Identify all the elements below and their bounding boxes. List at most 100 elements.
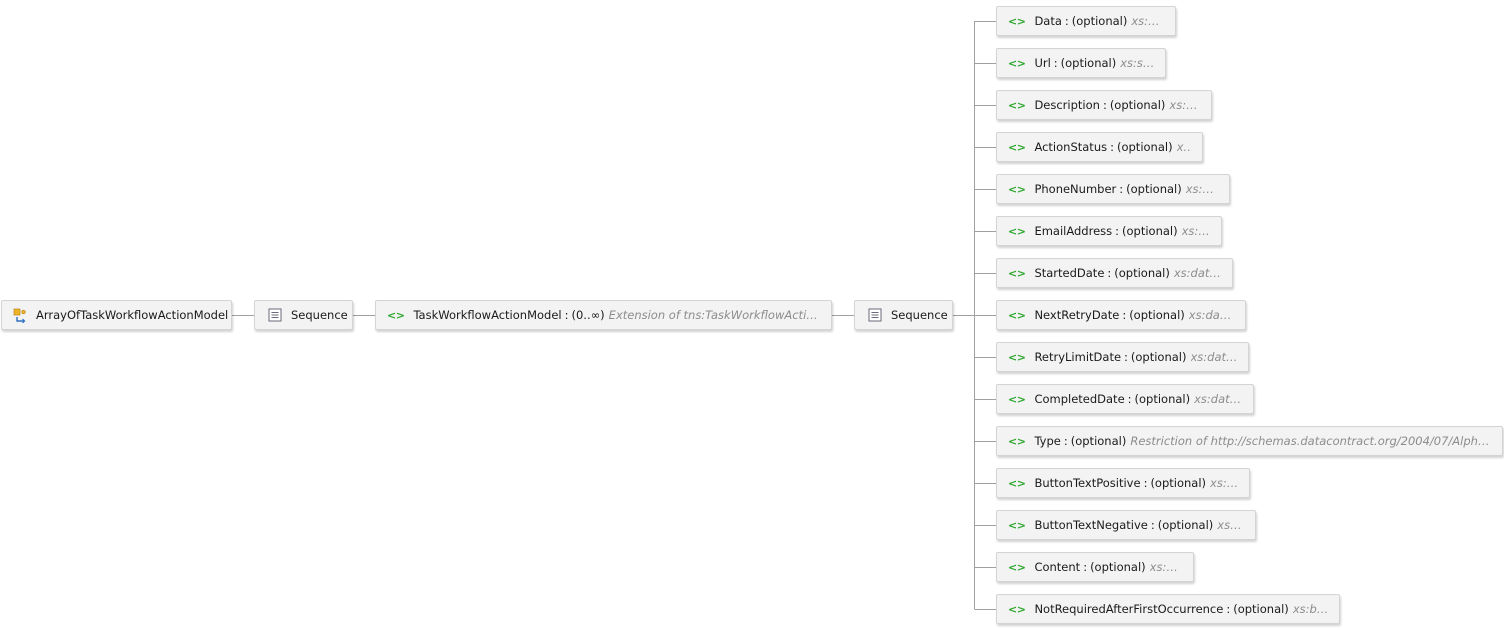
element-occurrence: (optional) — [1126, 182, 1182, 196]
child-element-content[interactable]: <> Content : (optional) xs:string — [996, 552, 1194, 582]
element-separator: : — [1110, 140, 1114, 154]
element-separator: : — [1083, 560, 1088, 574]
element-type: xs:dateTime — [1173, 266, 1222, 280]
element-type: xs:dateTime — [1190, 350, 1239, 364]
child-element-actionstatus[interactable]: <> ActionStatus : (optional) xs:int — [996, 132, 1203, 162]
element-separator: : — [1226, 602, 1231, 616]
element-type: Extension of tns:TaskWorkflowActionModel — [608, 308, 821, 322]
element-icon: <> — [1008, 518, 1026, 532]
element-occurrence: (optional) — [1129, 308, 1185, 322]
child-element-data[interactable]: <> Data : (optional) xs:string — [996, 6, 1176, 36]
element-separator: : — [1124, 350, 1128, 364]
element-type: xs:boolean — [1292, 602, 1329, 616]
element-icon: <> — [1008, 350, 1026, 364]
root-complex-type-node[interactable]: ArrayOfTaskWorkflowActionModel — [1, 300, 232, 330]
element-icon: <> — [1008, 434, 1026, 448]
child-element-starteddate[interactable]: <> StartedDate : (optional) xs:dateTime — [996, 258, 1233, 288]
element-icon: <> — [1008, 602, 1026, 616]
child-element-nextretrydate[interactable]: <> NextRetryDate : (optional) xs:dateTim… — [996, 300, 1246, 330]
element-name: NextRetryDate — [1034, 308, 1120, 322]
element-icon: <> — [387, 308, 405, 322]
element-separator: : — [1107, 266, 1112, 280]
element-icon: <> — [1008, 266, 1026, 280]
child-element-url[interactable]: <> Url : (optional) xs:string — [996, 48, 1166, 78]
child-element-emailaddress[interactable]: <> EmailAddress : (optional) xs:string — [996, 216, 1222, 246]
child-element-buttontextnegative[interactable]: <> ButtonTextNegative : (optional) xs:st… — [996, 510, 1256, 540]
element-name: Url — [1034, 56, 1051, 70]
element-name: StartedDate — [1034, 266, 1105, 280]
root-type-label: ArrayOfTaskWorkflowActionModel — [36, 308, 229, 322]
element-name: Description — [1034, 98, 1100, 112]
element-icon: <> — [1008, 392, 1026, 406]
child-element-phonenumber[interactable]: <> PhoneNumber : (optional) xs:string — [996, 174, 1230, 204]
element-separator: : — [1143, 476, 1148, 490]
element-icon: <> — [1008, 182, 1026, 196]
element-occurrence: (optional) — [1090, 560, 1146, 574]
sequence-node-1[interactable]: Sequence — [254, 300, 353, 330]
child-element-completeddate[interactable]: <> CompletedDate : (optional) xs:dateTim… — [996, 384, 1254, 414]
element-icon: <> — [1008, 560, 1026, 574]
element-icon: <> — [1008, 98, 1026, 112]
sequence-icon — [868, 308, 882, 322]
element-type: xs:string — [1210, 476, 1239, 490]
element-name: ButtonTextPositive — [1034, 476, 1141, 490]
child-element-type[interactable]: <> Type : (optional) Restriction of http… — [996, 426, 1503, 456]
main-element-node[interactable]: <> TaskWorkflowActionModel : (0..∞) Exte… — [375, 300, 832, 330]
element-separator: : — [1064, 14, 1069, 28]
element-type: xs:string — [1149, 560, 1183, 574]
element-name: NotRequiredAfterFirstOccurrence — [1034, 602, 1224, 616]
element-name: PhoneNumber — [1034, 182, 1117, 196]
element-name: Content — [1034, 560, 1081, 574]
element-occurrence: (optional) — [1109, 98, 1166, 112]
element-type: Restriction of http://schemas.datacontra… — [1130, 434, 1492, 448]
element-icon: <> — [1008, 56, 1026, 70]
element-separator: : — [1127, 392, 1132, 406]
element-separator: : — [564, 308, 569, 322]
element-icon: <> — [1008, 308, 1026, 322]
element-occurrence: (optional) — [1114, 266, 1170, 280]
element-name: TaskWorkflowActionModel — [413, 308, 562, 322]
element-name: ActionStatus — [1034, 140, 1108, 154]
element-icon: <> — [1008, 224, 1026, 238]
element-type: xs:string — [1217, 518, 1245, 532]
element-name: ButtonTextNegative — [1034, 518, 1148, 532]
sequence-label: Sequence — [291, 308, 348, 322]
sequence-icon — [268, 308, 282, 322]
element-name: RetryLimitDate — [1034, 350, 1122, 364]
element-occurrence: (optional) — [1157, 518, 1214, 532]
element-icon: <> — [1008, 476, 1026, 490]
element-separator: : — [1063, 434, 1068, 448]
element-type: xs:string — [1120, 56, 1155, 70]
child-element-notrequiredafterfirstoccurrence[interactable]: <> NotRequiredAfterFirstOccurrence : (op… — [996, 594, 1340, 624]
element-name: EmailAddress — [1034, 224, 1113, 238]
element-name: CompletedDate — [1034, 392, 1125, 406]
element-separator: : — [1119, 182, 1124, 196]
element-type: xs:string — [1169, 98, 1201, 112]
element-type: xs:dateTime — [1194, 392, 1243, 406]
element-occurrence: (optional) — [1150, 476, 1207, 490]
element-type: xs:dateTime — [1188, 308, 1235, 322]
element-occurrence: (optional) — [1116, 140, 1173, 154]
child-element-description[interactable]: <> Description : (optional) xs:string — [996, 90, 1212, 120]
element-separator: : — [1102, 98, 1107, 112]
element-separator: : — [1122, 308, 1127, 322]
element-separator: : — [1053, 56, 1058, 70]
element-separator: : — [1115, 224, 1120, 238]
element-occurrence: (0..∞) — [571, 308, 605, 322]
element-icon: <> — [1008, 140, 1026, 154]
element-name: Data — [1034, 14, 1062, 28]
child-element-buttontextpositive[interactable]: <> ButtonTextPositive : (optional) xs:st… — [996, 468, 1250, 498]
element-type: xs:int — [1176, 140, 1192, 154]
sequence-node-2[interactable]: Sequence — [854, 300, 953, 330]
element-type: xs:string — [1131, 14, 1165, 28]
element-occurrence: (optional) — [1070, 434, 1127, 448]
element-occurrence: (optional) — [1134, 392, 1191, 406]
element-occurrence: (optional) — [1071, 14, 1128, 28]
element-type: xs:string — [1185, 182, 1219, 196]
child-element-retrylimitdate[interactable]: <> RetryLimitDate : (optional) xs:dateTi… — [996, 342, 1249, 372]
element-occurrence: (optional) — [1130, 350, 1187, 364]
element-name: Type — [1034, 434, 1061, 448]
element-icon: <> — [1008, 14, 1026, 28]
element-occurrence: (optional) — [1233, 602, 1289, 616]
